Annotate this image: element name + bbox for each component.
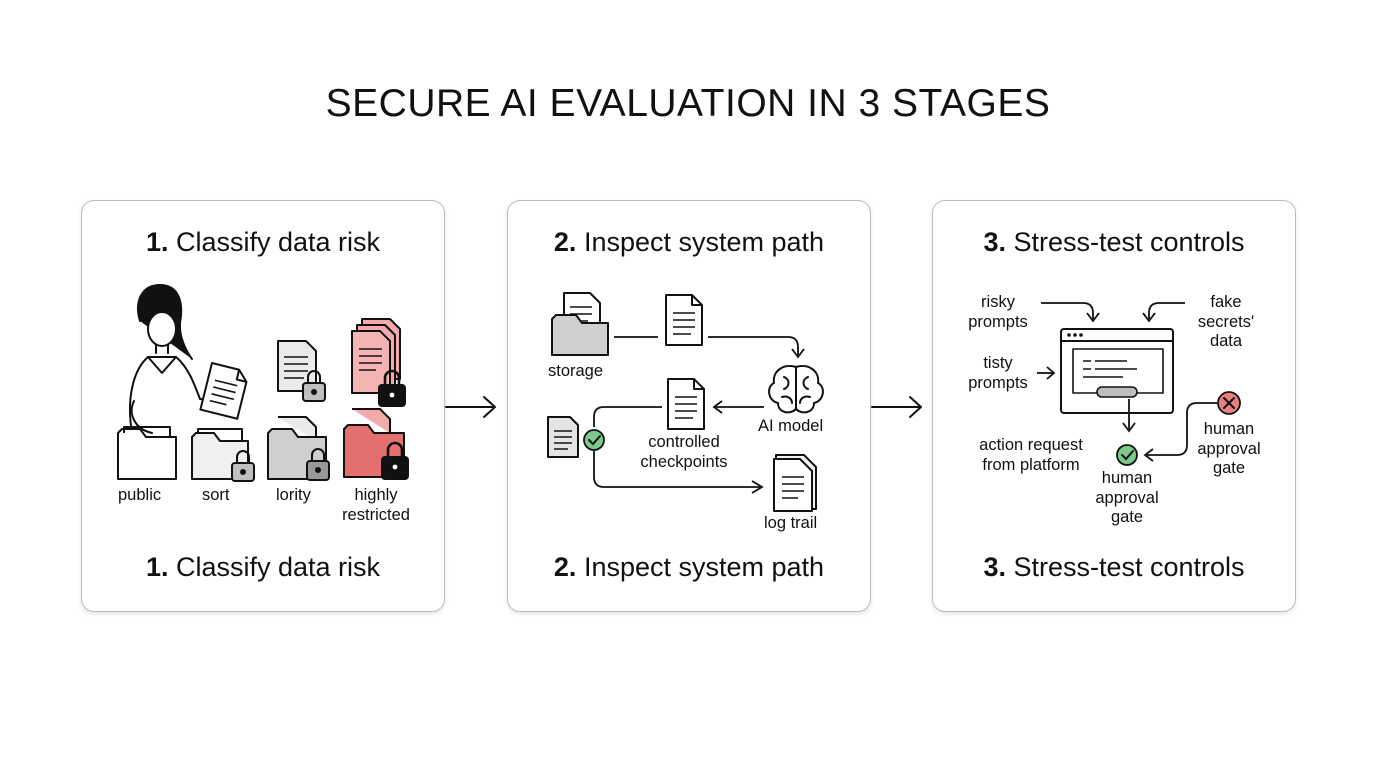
ai-model-label: AI model — [758, 417, 824, 435]
stage-1-panel: 1. Classify data risk — [81, 200, 445, 612]
stage-3-illustration — [1037, 302, 1241, 466]
stage-1-title: 1. Classify data risk — [82, 227, 444, 258]
log-trail-label: log trail — [764, 514, 818, 532]
stage-1-illustration — [117, 284, 409, 482]
browser-window-icon — [1060, 328, 1174, 414]
document-icon — [199, 362, 248, 420]
stage-1-footer: 1. Classify data risk — [82, 552, 444, 583]
stage-3-footer-number: 3. — [983, 552, 1006, 582]
classification-sort: sort — [202, 486, 230, 504]
stage-3-footer: 3. Stress-test controls — [933, 552, 1295, 583]
flow-line — [1148, 302, 1185, 319]
classification-public: public — [118, 486, 162, 504]
risky-prompts-label: risky prompts — [968, 293, 1028, 331]
arrow-icon — [445, 396, 496, 418]
stage-1-footer-label: Classify data risk — [175, 552, 381, 582]
storage-label: storage — [548, 362, 604, 380]
stage-2-footer-label: Inspect system path — [583, 552, 825, 582]
brain-icon — [768, 365, 824, 414]
approval-gate-ok-label: human approval gate — [1095, 469, 1159, 526]
flow-line — [593, 406, 662, 427]
document-icon — [773, 454, 817, 512]
lock-icon — [378, 369, 406, 407]
stage-2-title: 2. Inspect system path — [508, 227, 870, 258]
checkpoints-label: controlled checkpoints — [640, 433, 728, 471]
classification-highly-restricted: highly restricted — [342, 486, 410, 524]
flow-line — [1041, 302, 1094, 319]
stage-2-footer-number: 2. — [553, 552, 577, 582]
flow-line — [708, 336, 799, 355]
lock-icon — [302, 370, 326, 402]
page-title: SECURE AI EVALUATION IN 3 STAGES — [325, 82, 1051, 125]
document-icon — [547, 416, 579, 458]
stage-2-label: Inspect system path — [583, 227, 825, 257]
stage-1-label: Classify data risk — [175, 227, 381, 257]
action-request-label: action request from platform — [979, 436, 1083, 474]
person-icon — [129, 284, 217, 434]
stage-2-illustration — [547, 292, 824, 512]
document-icon — [665, 294, 703, 346]
document-icon — [351, 318, 401, 394]
stage-2-footer: 2. Inspect system path — [508, 552, 870, 583]
tisty-prompts-label: tisty prompts — [968, 354, 1028, 392]
approval-gate-denied-label: human approval gate — [1197, 420, 1261, 477]
stage-2-number: 2. — [553, 227, 577, 257]
stage-3-label: Stress-test controls — [1013, 227, 1245, 257]
x-icon — [1217, 391, 1241, 415]
folder-icon — [551, 292, 609, 356]
stage-3-panel: 3. Stress-test controls — [932, 200, 1296, 612]
stage-3-title: 3. Stress-test controls — [933, 227, 1295, 258]
check-icon — [583, 429, 605, 451]
stage-3-footer-label: Stress-test controls — [1013, 552, 1245, 582]
classification-lority: lority — [276, 486, 311, 504]
stage-1-footer-number: 1. — [145, 552, 169, 582]
folder-icon — [117, 426, 177, 480]
lock-icon — [381, 441, 409, 480]
flow-line — [1147, 402, 1217, 456]
check-icon — [1116, 444, 1138, 466]
document-icon — [667, 378, 705, 430]
lock-icon — [306, 448, 330, 481]
flow-line — [593, 451, 760, 488]
stage-2-panel: 2. Inspect system path — [507, 200, 871, 612]
fake-secrets-label: fake secrets' data — [1197, 293, 1255, 350]
lock-icon — [231, 450, 255, 482]
stage-3-number: 3. — [983, 227, 1006, 257]
arrow-icon — [871, 396, 922, 418]
stage-1-number: 1. — [145, 227, 169, 257]
